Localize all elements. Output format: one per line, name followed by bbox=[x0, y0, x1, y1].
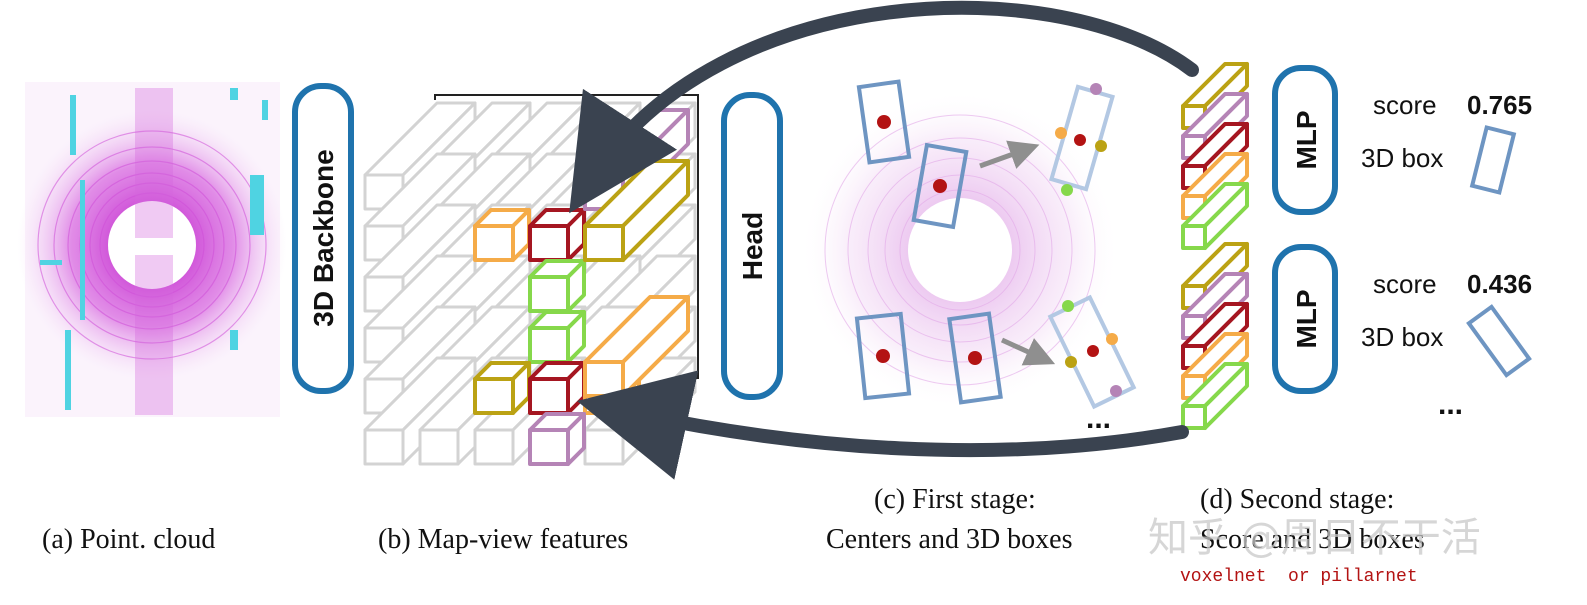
first-stage-box bbox=[911, 142, 969, 230]
center-point bbox=[1074, 134, 1086, 146]
output-box-icon bbox=[1466, 304, 1532, 378]
object-center-dot bbox=[877, 115, 891, 129]
face-point bbox=[1062, 300, 1074, 312]
feature-cell bbox=[528, 310, 586, 364]
annotation-voxelnet-pillarnet: voxelnet or pillarnet bbox=[1180, 567, 1418, 587]
face-point bbox=[1110, 385, 1122, 397]
feature-cell bbox=[528, 259, 586, 313]
box-label: 3D box bbox=[1361, 143, 1443, 173]
caption-first-stage-detail: Centers and 3D boxes bbox=[826, 524, 1073, 555]
mlp-block-bottom: MLP bbox=[1272, 244, 1338, 394]
first-stage-box bbox=[947, 311, 1003, 405]
caption-first-stage-title: (c) First stage: bbox=[874, 484, 1036, 515]
feature-cell bbox=[528, 208, 586, 262]
watermark: 知乎 @周日不干活 bbox=[1148, 515, 1481, 561]
output-box-icon bbox=[1469, 125, 1517, 195]
feature-cell bbox=[473, 361, 531, 415]
center-point bbox=[1087, 345, 1099, 357]
ellipsis: ... bbox=[1438, 388, 1463, 421]
face-point bbox=[1065, 356, 1077, 368]
feature-vector-stack-top bbox=[1181, 62, 1249, 250]
first-stage-panel: ... bbox=[800, 79, 1137, 435]
box-label: 3D box bbox=[1361, 322, 1443, 352]
object-center-dot bbox=[968, 351, 982, 365]
face-point bbox=[1061, 184, 1073, 196]
first-stage-box bbox=[856, 79, 912, 165]
score-value: 0.765 bbox=[1467, 90, 1532, 120]
face-point bbox=[1055, 127, 1067, 139]
output-top: score 0.765 3D box bbox=[1361, 90, 1532, 195]
feedback-arrow-top bbox=[569, 0, 1199, 214]
first-stage-box bbox=[854, 311, 912, 401]
feature-cell bbox=[528, 412, 586, 466]
ellipsis: ... bbox=[1086, 402, 1111, 435]
mlp-block-top: MLP bbox=[1272, 65, 1338, 215]
feature-bar bbox=[1181, 362, 1249, 430]
score-label: score bbox=[1373, 90, 1437, 120]
point-cloud-image bbox=[17, 82, 287, 417]
head-label: Head bbox=[737, 212, 768, 280]
face-point bbox=[1095, 140, 1107, 152]
head-block: Head bbox=[721, 92, 783, 400]
refine-arrow bbox=[979, 140, 1040, 169]
caption-point-cloud: (a) Point. cloud bbox=[42, 524, 215, 555]
caption-second-stage-detail: Score and 3D boxes bbox=[1200, 524, 1425, 555]
feature-bar bbox=[1181, 182, 1249, 250]
score-label: score bbox=[1373, 269, 1437, 299]
score-value: 0.436 bbox=[1467, 269, 1532, 299]
map-view-feature-grid bbox=[363, 94, 699, 466]
face-point bbox=[1106, 333, 1118, 345]
caption-second-stage-title: (d) Second stage: bbox=[1200, 484, 1394, 515]
caption-map-view-features: (b) Map-view features bbox=[378, 524, 628, 555]
feature-vector-stack-bottom bbox=[1181, 242, 1249, 430]
object-center-dot bbox=[876, 349, 890, 363]
feature-cell bbox=[473, 208, 531, 262]
face-point bbox=[1090, 83, 1102, 95]
output-bottom: score 0.436 3D box bbox=[1361, 269, 1532, 378]
mlp-label: MLP bbox=[1291, 289, 1322, 348]
object-center-dot bbox=[933, 179, 947, 193]
refine-arrow bbox=[1000, 337, 1056, 366]
feedback-arrow-bottom bbox=[576, 370, 1189, 480]
backbone-label: 3D Backbone bbox=[308, 149, 339, 326]
feature-cell bbox=[528, 361, 586, 415]
mlp-label: MLP bbox=[1291, 110, 1322, 169]
backbone-block: 3D Backbone bbox=[292, 83, 354, 394]
